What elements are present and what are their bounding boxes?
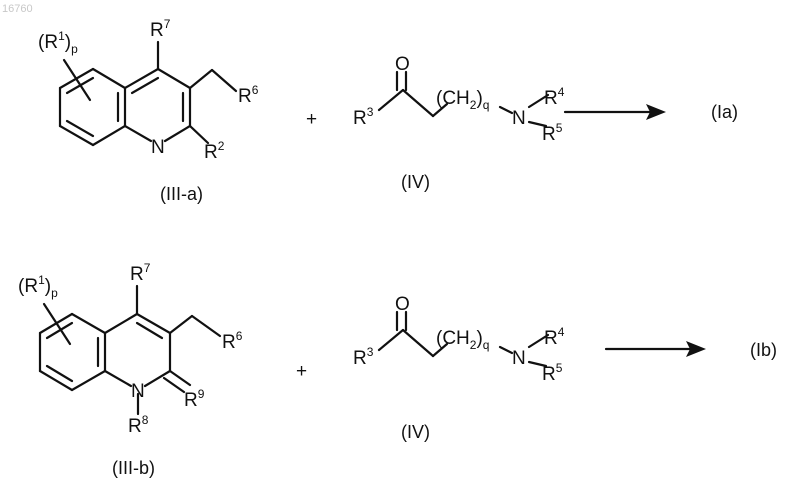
plus-sign: + — [296, 361, 307, 382]
r6-label: R6 — [222, 329, 243, 353]
compound-caption: (III-b) — [112, 458, 155, 478]
r9-label: R9 — [184, 387, 205, 411]
r1-group-label: (R1)p — [38, 29, 78, 56]
compound-caption: (III-a) — [160, 184, 203, 204]
product-label: (Ia) — [711, 102, 738, 122]
r3-label: R3 — [353, 105, 374, 129]
page-id-label: 16760 — [2, 3, 33, 15]
r8-label: R8 — [128, 413, 149, 437]
r3-label: R3 — [353, 345, 374, 369]
reactant-IV: O R3 (CH2)q N R4 R5 (IV) — [353, 294, 565, 442]
carbonyl-oxygen-label: O — [395, 294, 410, 315]
reactant-III-b: (R1)p R7 R6 N R9 R8 (III-b) — [18, 261, 243, 478]
reactant-III-a: (R1)p R7 R6 N R2 (III-a) — [38, 17, 259, 204]
plus-sign: + — [306, 109, 317, 130]
amine-nitrogen-label: N — [512, 108, 526, 129]
amine-nitrogen-label: N — [512, 348, 526, 369]
r4-label: R4 — [544, 85, 565, 109]
compound-caption: (IV) — [401, 422, 430, 442]
ring-nitrogen-label: N — [131, 381, 145, 402]
r5-label: R5 — [542, 361, 563, 385]
r4-label: R4 — [544, 325, 565, 349]
reaction-b: (R1)p R7 R6 N R9 R8 (III-b) + O R3 (CH2 — [18, 261, 777, 478]
r7-label: R7 — [130, 261, 151, 285]
r1-group-label: (R1)p — [18, 273, 58, 300]
r2-label: R2 — [204, 139, 225, 163]
compound-caption: (IV) — [401, 172, 430, 192]
r5-label: R5 — [542, 121, 563, 145]
r7-label: R7 — [150, 17, 171, 41]
product-label: (Ib) — [750, 340, 777, 360]
reaction-arrow — [606, 341, 706, 357]
reaction-a: (R1)p R7 R6 N R2 (III-a) + O R3 (CH2)q — [38, 17, 738, 204]
r6-label: R6 — [238, 83, 259, 107]
quinoline-ring-bonds — [60, 42, 236, 145]
methylene-chain-label: (CH2)q — [436, 328, 489, 352]
reaction-arrow — [565, 104, 666, 120]
methylene-chain-label: (CH2)q — [436, 88, 489, 112]
ring-nitrogen-label: N — [151, 137, 165, 158]
reactant-IV: O R3 (CH2)q N R4 R5 (IV) — [353, 54, 565, 192]
carbonyl-oxygen-label: O — [395, 54, 410, 75]
